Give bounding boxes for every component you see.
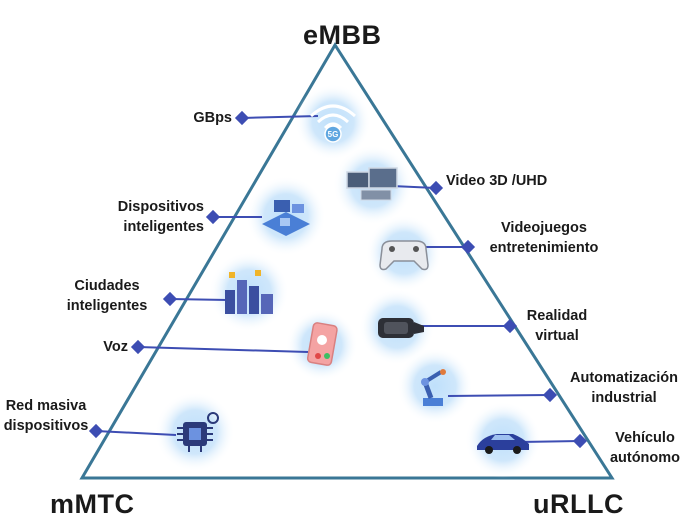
label-line: inteligentes <box>66 298 148 314</box>
label-video: Video 3D /UHD <box>446 171 576 191</box>
sports-car-icon <box>477 434 529 454</box>
smart-devices-icon <box>262 200 310 236</box>
label-line: Automatización <box>570 370 678 386</box>
label-line: Video 3D /UHD <box>446 173 548 189</box>
label-line: virtual <box>535 328 579 344</box>
label-line: dispositivos <box>3 418 89 434</box>
label-line: Dispositivos <box>117 199 204 215</box>
phone-call-icon <box>306 322 338 366</box>
label-line: autónomo <box>609 450 681 466</box>
label-line: Videojuegos <box>501 220 587 236</box>
label-smart-cities: Ciudades inteligentes <box>52 276 162 316</box>
robot-arm-icon <box>421 369 446 406</box>
video-screens-icon <box>346 167 398 201</box>
vertex-urllc: uRLLC <box>533 489 624 519</box>
label-line: Voz <box>103 339 128 355</box>
label-line: Ciudades <box>74 278 140 294</box>
label-line: inteligentes <box>123 219 204 235</box>
vr-headset-icon <box>378 318 424 338</box>
vertex-mmtc: mMTC <box>50 489 135 519</box>
label-line: Red masiva <box>5 398 87 414</box>
vertex-embb: eMBB <box>303 20 382 50</box>
label-smart-devices: Dispositivos inteligentes <box>96 197 204 237</box>
wifi-5g-icon: 5G <box>309 104 357 143</box>
iot-chip-icon <box>177 412 219 452</box>
label-voice: Voz <box>88 337 128 357</box>
icon-glows <box>155 84 541 478</box>
triangle-outline <box>79 42 615 480</box>
label-line: GBps <box>193 110 232 126</box>
label-vr: Realidad virtual <box>516 306 598 346</box>
label-line: industrial <box>591 390 657 406</box>
gamepad-icon <box>379 240 429 271</box>
label-massive-network: Red masiva dispositivos <box>0 396 92 436</box>
label-automation: Automatización industrial <box>558 368 690 408</box>
label-line: Vehículo <box>615 430 675 446</box>
label-games: Videojuegos entretenimiento <box>474 218 614 258</box>
smart-city-icon <box>225 270 273 314</box>
label-vehicle: Vehículo autónomo <box>600 428 690 468</box>
fiveg-badge: 5G <box>328 130 339 139</box>
connector-lines <box>88 110 588 449</box>
label-line: entretenimiento <box>489 240 599 256</box>
label-line: Realidad <box>526 308 588 324</box>
label-gbps: GBps <box>180 108 232 128</box>
